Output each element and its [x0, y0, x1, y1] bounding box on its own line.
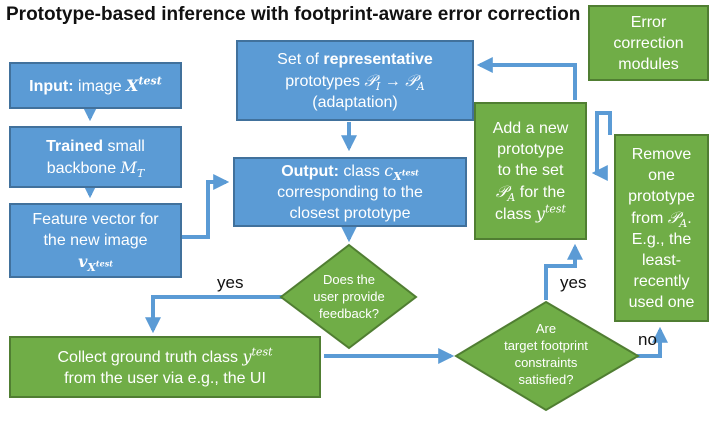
legend-line: Error: [630, 13, 667, 31]
output-subsup: test: [401, 167, 419, 178]
arrow-feedback-to-collect: [145, 295, 285, 334]
add-class: class: [495, 205, 536, 223]
trained-var: M: [120, 157, 137, 177]
trained-label: Trained: [46, 137, 104, 155]
prototypes-arrow: →: [380, 72, 406, 90]
remove-psub: A: [679, 216, 688, 230]
collect-line2: from the user via e.g., the UI: [64, 369, 266, 387]
remove-line: used one: [628, 293, 695, 311]
remove-from: from: [631, 209, 668, 227]
trained-backbone: backbone: [46, 159, 121, 177]
no-label: no: [638, 330, 657, 349]
prototypes-bold: representative: [323, 50, 433, 68]
prototypes-p2: 𝒫: [405, 70, 417, 90]
add-line4: 𝒫A for the: [496, 181, 565, 203]
prototypes-line1: Set of representative: [277, 49, 433, 70]
output-line3: closest prototype: [289, 205, 411, 222]
collect-text: Collect ground truth class: [57, 348, 243, 366]
prototypes-word: prototypes: [285, 72, 365, 90]
add-line: prototype: [497, 140, 564, 158]
input-var: X: [126, 75, 139, 95]
remove-p: 𝒫: [667, 207, 680, 227]
prototypes-p1: 𝒫: [364, 70, 376, 90]
legend-error-correction: Error correction modules: [588, 5, 709, 81]
arrow-feature-to-output: [181, 174, 230, 239]
footprint-decision-diamond: [454, 300, 640, 412]
add-line5: class ytest: [495, 203, 566, 225]
remove-line4: from 𝒫A.: [631, 207, 691, 229]
remove-line: Remove: [631, 145, 692, 163]
prototypes-line3: (adaptation): [312, 93, 398, 111]
prototypes-p2sub: A: [416, 79, 425, 93]
footprint-line: constraints: [514, 355, 578, 370]
prototypes-box: Set of representative prototypes 𝒫I → 𝒫A…: [236, 40, 474, 121]
input-desc: image: [73, 77, 127, 95]
add-prototype-box: Add a new prototype to the set 𝒫A for th…: [474, 102, 587, 240]
arrow-add-to-prototypes: [476, 57, 577, 100]
feature-line1: Feature vector for: [32, 210, 159, 228]
input-label: Input:: [29, 77, 74, 95]
footprint-line: target footprint: [504, 338, 588, 353]
arrow-footprint-to-remove: [637, 326, 668, 358]
add-psub: A: [507, 190, 516, 204]
remove-dot: .: [687, 209, 692, 227]
remove-line: one: [648, 166, 675, 184]
output-label: Output:: [281, 163, 339, 180]
feature-subsup: test: [95, 258, 113, 269]
legend-line: modules: [618, 55, 679, 73]
trained-line2: backbone MT: [47, 157, 145, 179]
trained-backbone-box: Trained small backbone MT: [9, 126, 182, 188]
prototypes-p1sub: I: [375, 79, 381, 93]
feedback-line: feedback?: [319, 306, 379, 321]
footprint-line: Are: [535, 321, 557, 336]
add-var: y: [535, 203, 545, 223]
add-line: to the set: [497, 161, 564, 179]
input-sup: test: [138, 74, 162, 88]
arrow-remove-to-add: [591, 111, 612, 181]
add-p: 𝒫: [495, 181, 508, 201]
legend-line: correction: [613, 34, 684, 52]
feature-var: vXtest: [78, 251, 113, 273]
feature-sub: X: [87, 260, 96, 274]
collect-sup: test: [251, 345, 273, 359]
remove-line: recently: [633, 272, 690, 290]
footprint-decision-text: Are target footprint constraints satisfi…: [486, 320, 606, 388]
collect-ground-truth-box: Collect ground truth class ytest from th…: [9, 336, 321, 398]
trained-line1: Trained small: [46, 136, 145, 157]
output-line2: corresponding to the: [277, 184, 423, 201]
input-box: Input: image Xtest: [9, 62, 182, 109]
output-sub: X: [393, 170, 402, 184]
feedback-decision-text: Does the user provide feedback?: [294, 271, 404, 322]
add-sup: test: [544, 202, 566, 216]
output-var: c: [384, 161, 394, 180]
feature-vector-box: Feature vector for the new image vXtest: [9, 203, 182, 278]
output-line1: Output: class cXtest: [281, 160, 419, 182]
feature-line2: the new image: [43, 231, 148, 249]
page-title: Prototype-based inference with footprint…: [6, 4, 581, 25]
remove-line: E.g., the: [631, 230, 692, 248]
arrow-footprint-to-add: [544, 243, 583, 300]
add-forthe: for the: [515, 183, 566, 201]
feedback-decision-diamond: [279, 243, 418, 350]
prototypes-line2: prototypes 𝒫I → 𝒫A: [285, 70, 424, 92]
feedback-line: Does the: [322, 272, 376, 287]
feature-v: v: [78, 251, 88, 271]
collect-var: y: [242, 346, 252, 366]
prototypes-pre: Set of: [277, 50, 324, 68]
remove-line: prototype: [628, 187, 695, 205]
yes-label-left: yes: [217, 273, 244, 292]
remove-line: least-: [641, 251, 682, 269]
collect-line1: Collect ground truth class ytest: [57, 346, 272, 368]
output-box: Output: class cXtest corresponding to th…: [233, 157, 467, 227]
yes-label-right: yes: [560, 273, 587, 292]
output-text: class: [338, 163, 385, 180]
trained-sub: T: [136, 166, 145, 180]
footprint-line: satisfied?: [518, 372, 574, 387]
remove-prototype-box: Remove one prototype from 𝒫A. E.g., the …: [614, 134, 709, 322]
input-text: Input: image Xtest: [29, 75, 162, 97]
trained-text: small: [103, 137, 145, 155]
feedback-line: user provide: [313, 289, 385, 304]
add-line: Add a new: [492, 119, 569, 137]
